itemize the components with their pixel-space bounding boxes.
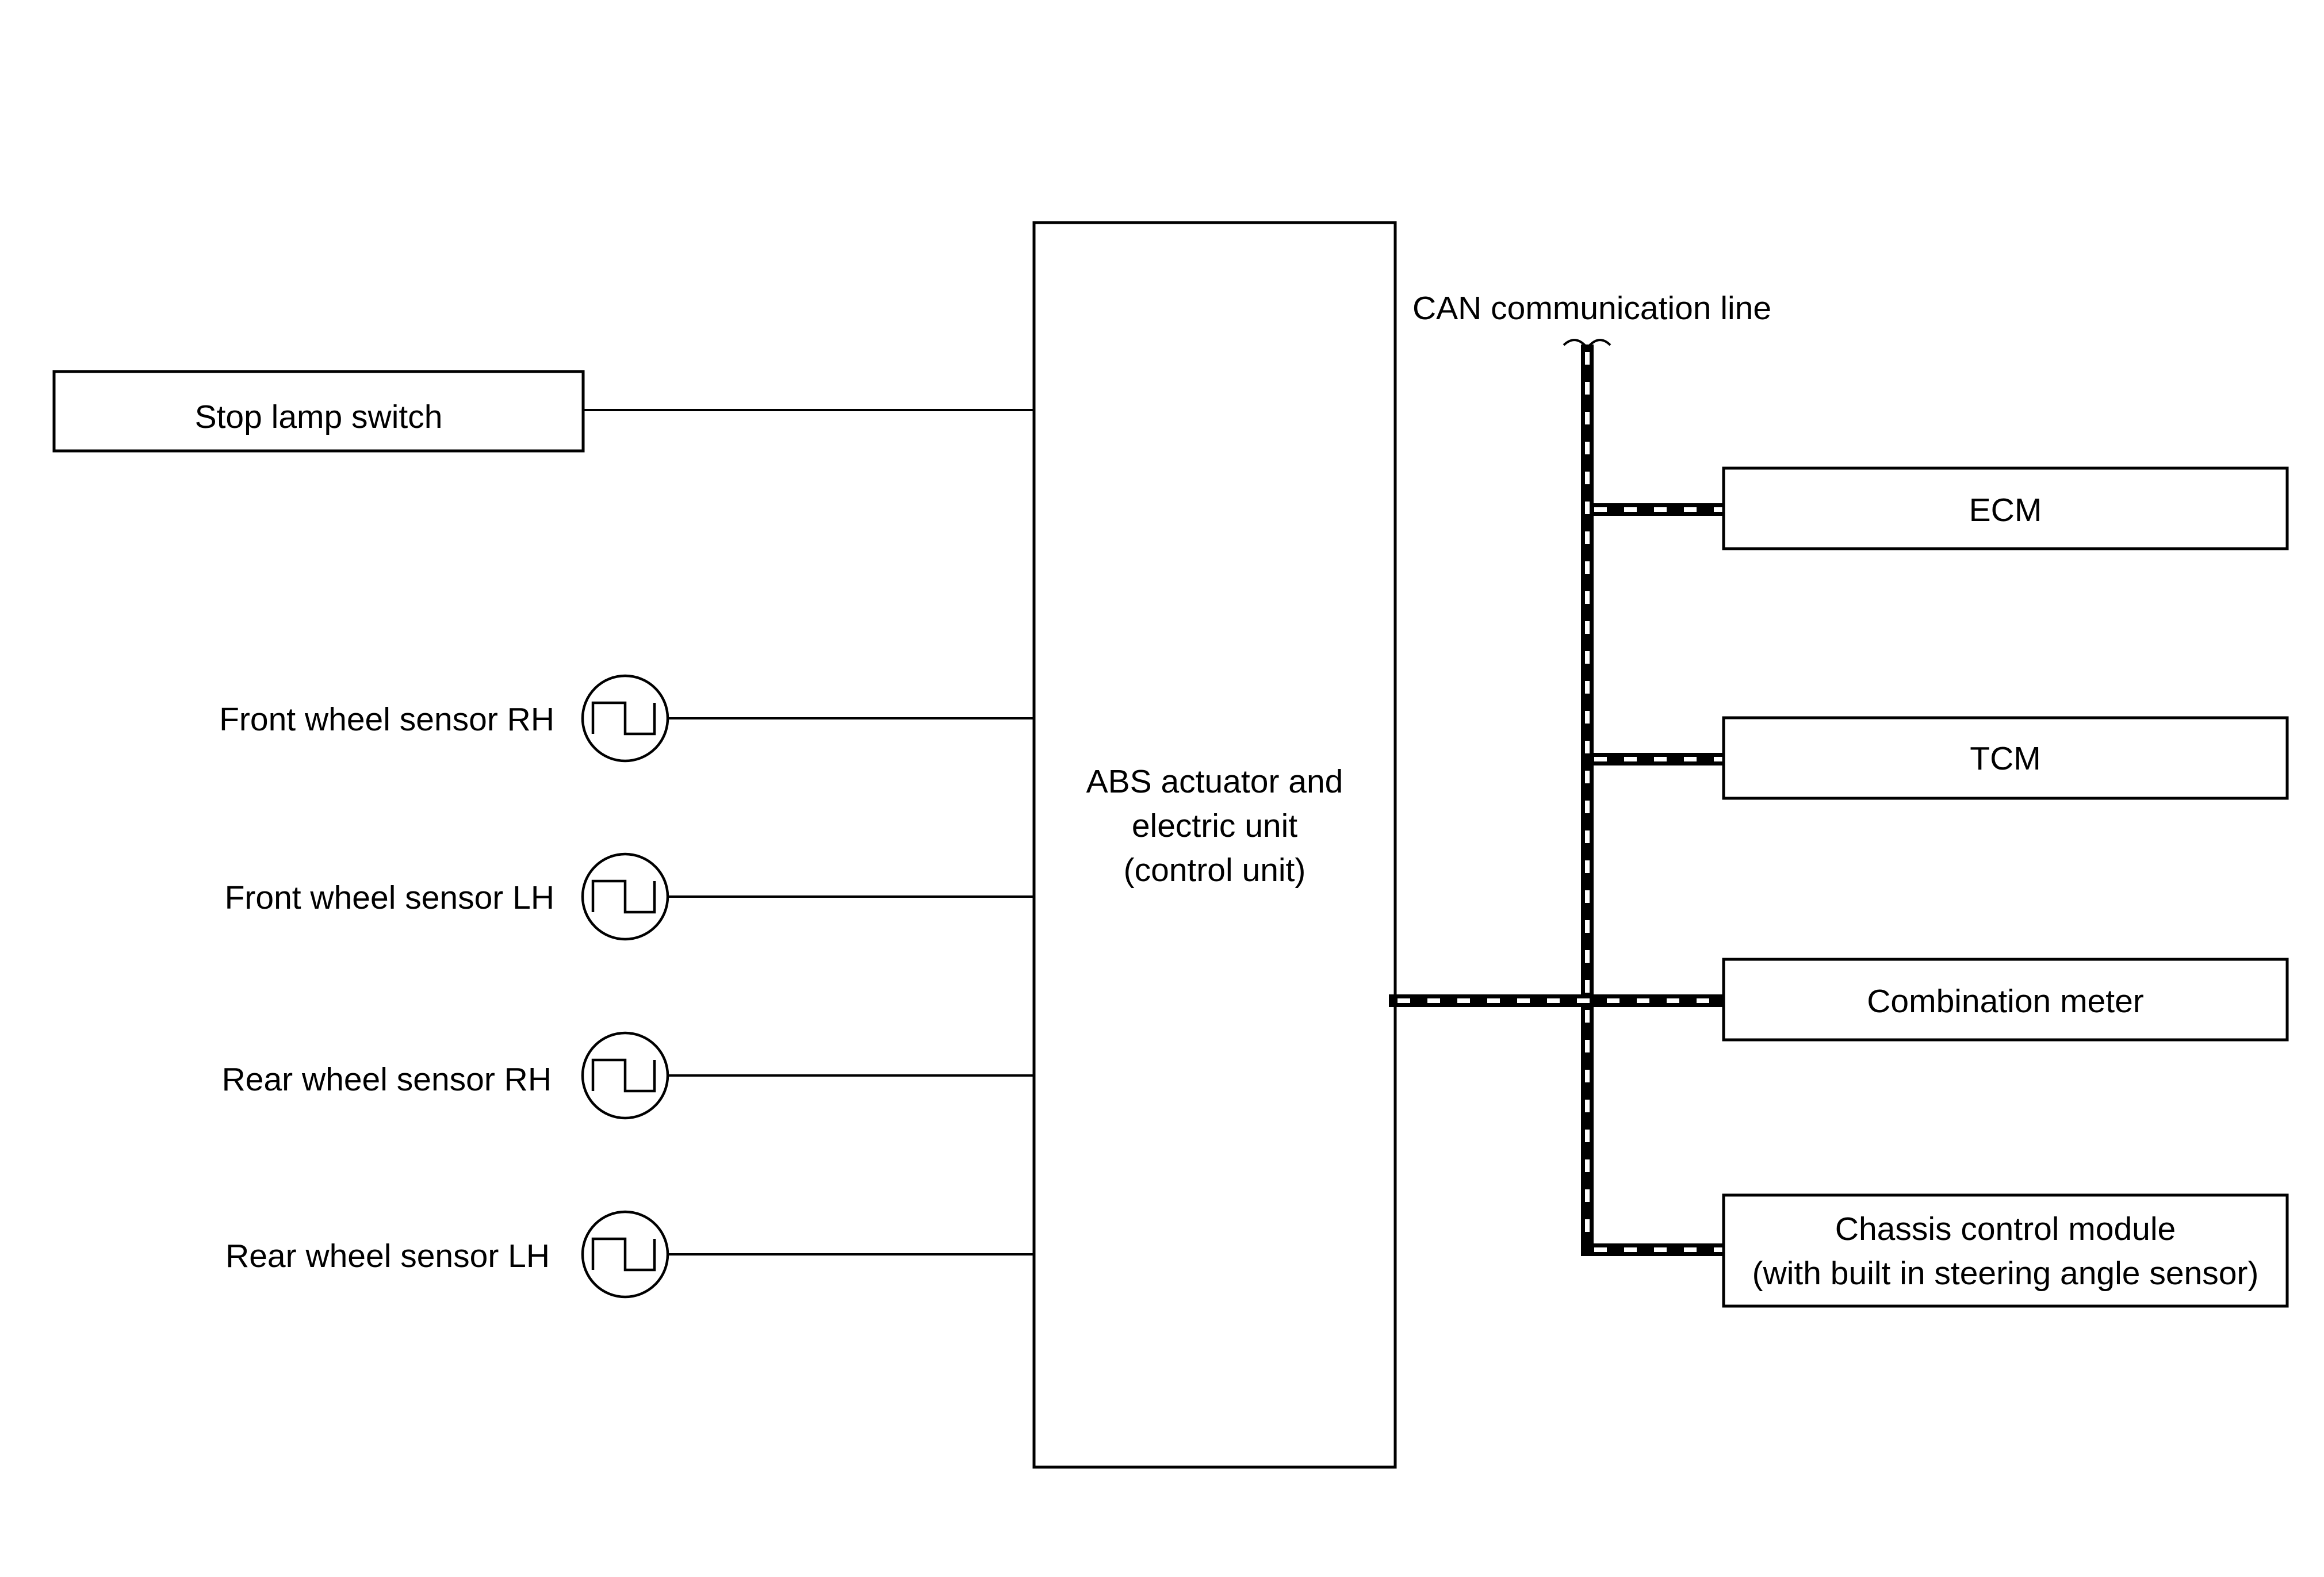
pulse-signal-icon <box>581 1210 669 1299</box>
tcm-label: TCM <box>1970 740 2040 777</box>
chassis-control-module-label-line-2: (with built in steering angle sensor) <box>1752 1255 2259 1292</box>
pulse-signal-icon <box>581 1031 669 1120</box>
combination-meter-module: Combination meter <box>1722 958 2289 1042</box>
front-wheel-sensor-rh-label: Front wheel sensor RH <box>219 701 554 738</box>
stop-lamp-switch-label: Stop lamp switch <box>195 399 443 435</box>
abs-unit-label-line-2: electric unit <box>1132 807 1297 844</box>
chassis-control-module-label-line-1: Chassis control module <box>1835 1211 2176 1247</box>
can-line-label: CAN communication line <box>1412 290 1771 327</box>
stop-lamp-switch-box <box>52 370 585 453</box>
pulse-signal-icon <box>581 852 669 941</box>
pulse-signal-icon <box>581 674 669 763</box>
rear-wheel-sensor-lh-label: Rear wheel sensor LH <box>225 1238 550 1274</box>
tcm-module: TCM <box>1722 716 2289 800</box>
combination-meter-box <box>1722 958 2289 1042</box>
abs-control-unit: ABS actuator and electric unit (control … <box>1032 221 1397 1469</box>
ecm-box <box>1722 466 2289 550</box>
front-wheel-sensor-lh-label: Front wheel sensor LH <box>225 879 554 916</box>
ecm-module: ECM <box>1722 466 2289 550</box>
abs-unit-label-line-3: (control unit) <box>1124 852 1306 889</box>
abs-control-unit-box <box>1032 221 1397 1469</box>
ecm-label: ECM <box>1969 492 2042 529</box>
abs-unit-label-line-1: ABS actuator and <box>1086 763 1343 800</box>
stop-lamp-switch: Stop lamp switch <box>52 370 1034 453</box>
can-communication-line: CAN communication line <box>1389 290 1771 1256</box>
chassis-control-module: Chassis control module (with built in st… <box>1722 1193 2289 1308</box>
wheel-sensor-front-lh: Front wheel sensor LH <box>225 852 1034 941</box>
combination-meter-label: Combination meter <box>1867 983 2144 1020</box>
tcm-box <box>1722 716 2289 800</box>
rear-wheel-sensor-rh-label: Rear wheel sensor RH <box>222 1061 552 1098</box>
wheel-sensor-rear-lh: Rear wheel sensor LH <box>225 1210 1034 1299</box>
wheel-sensor-rear-rh: Rear wheel sensor RH <box>222 1031 1034 1120</box>
chassis-control-module-box <box>1722 1193 2289 1308</box>
wheel-sensor-front-rh: Front wheel sensor RH <box>219 674 1034 763</box>
